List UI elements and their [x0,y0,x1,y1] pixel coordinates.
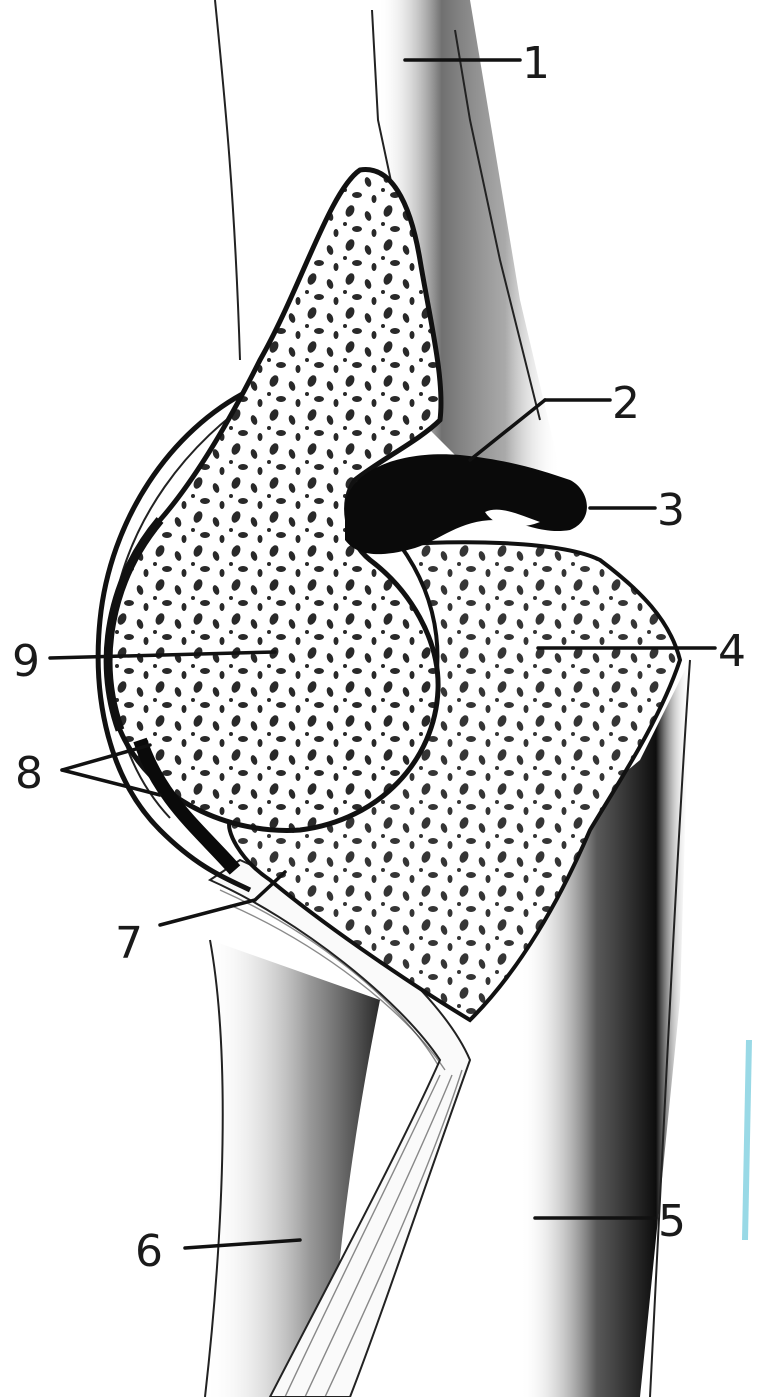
leader-7a [160,900,255,925]
label-5: 5 [658,1196,686,1247]
label-2: 2 [612,378,640,429]
label-8: 8 [15,748,43,799]
label-3: 3 [657,485,685,536]
label-1: 1 [522,38,550,89]
label-7: 7 [115,918,143,969]
edge-accent [742,1040,752,1240]
label-6: 6 [135,1226,163,1277]
label-9: 9 [12,636,40,687]
label-4: 4 [718,626,746,677]
